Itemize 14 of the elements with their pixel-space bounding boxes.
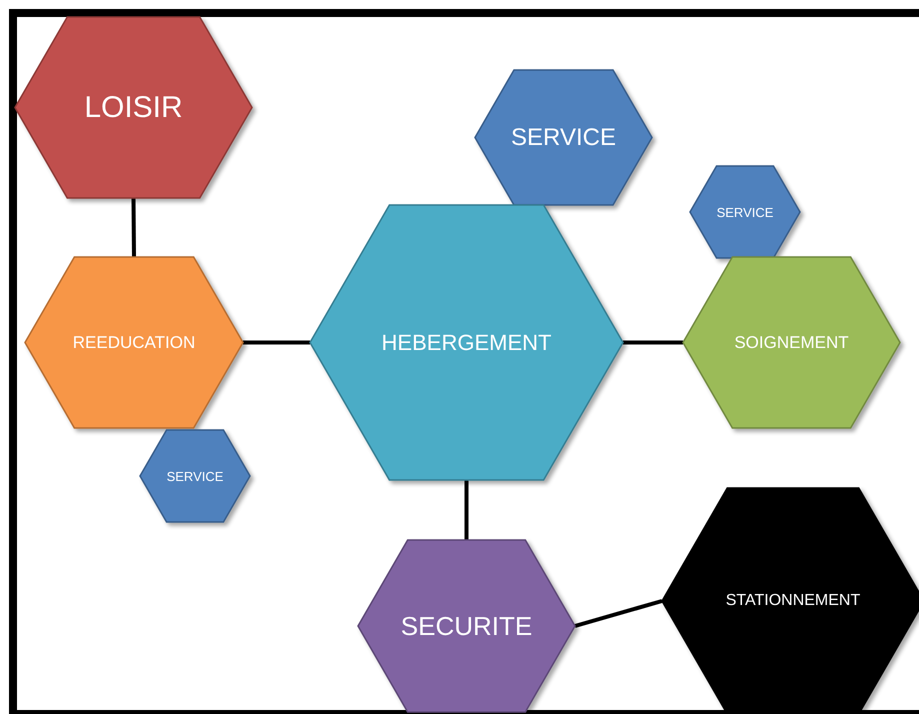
node-label: SERVICE (166, 468, 224, 484)
node-label: SECURITE (400, 610, 532, 642)
node-label: REEDUCATION (72, 332, 196, 352)
connector-line (623, 340, 683, 344)
node-label: STATIONNEMENT (726, 592, 860, 610)
connector-line (132, 198, 136, 258)
connector-line (464, 480, 468, 540)
node-label: LOISIR (84, 90, 183, 124)
node-label: SERVICE (716, 204, 774, 220)
node-label: SERVICE (511, 124, 616, 152)
node-label: SOIGNEMENT (734, 332, 849, 352)
node-label: HEBERGEMENT (382, 330, 552, 356)
connector-line (243, 340, 310, 344)
connector-line (574, 599, 663, 628)
